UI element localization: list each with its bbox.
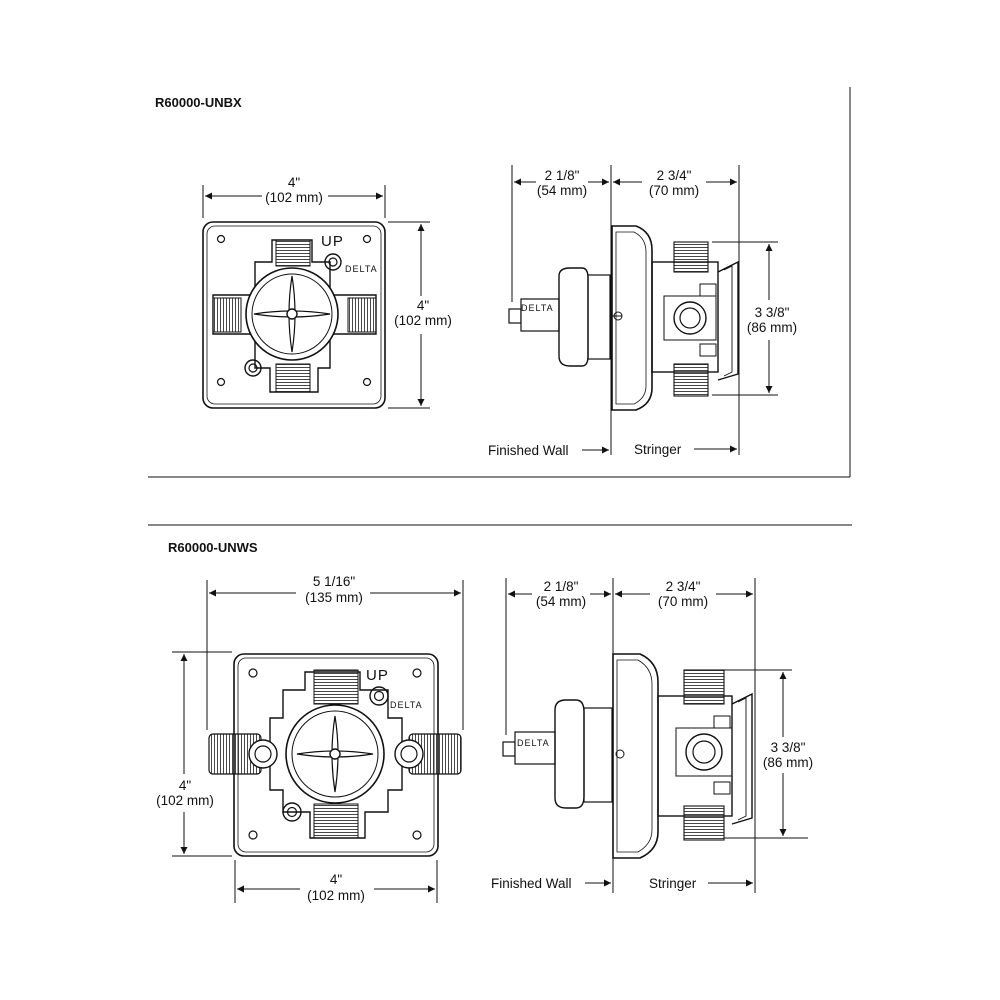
test-cap-icon	[244, 359, 262, 377]
height-label: 4"	[179, 778, 192, 793]
depth-front-metric: (54 mm)	[537, 183, 587, 198]
side-dimensions: 2 1/8" (54 mm) 2 3/4" (70 mm) 3 3/8" (86…	[491, 578, 813, 893]
cross-handle	[296, 750, 374, 758]
screw-hole	[216, 377, 226, 387]
front-view: UP DELTA	[202, 221, 386, 409]
brand-marking: DELTA	[521, 303, 554, 313]
stem	[502, 741, 516, 757]
port-bottom	[313, 803, 359, 839]
section-unws: R60000-UNWS	[156, 540, 813, 903]
up-marking: UP	[366, 667, 389, 684]
test-cap-icon	[282, 802, 302, 822]
side-dimensions: 2 1/8" (54 mm) 2 3/4" (70 mm) 3 3/8" (86…	[488, 165, 797, 458]
up-marking: UP	[321, 233, 344, 250]
height-metric: (86 mm)	[763, 755, 813, 770]
inlet-port-left	[248, 739, 278, 769]
brand-marking: DELTA	[390, 700, 423, 710]
port-bottom	[275, 363, 311, 393]
bottom-width-label: 4"	[330, 872, 343, 887]
height-metric: (86 mm)	[747, 320, 797, 335]
port-bottom	[683, 805, 725, 841]
depth-front-label: 2 1/8"	[544, 579, 579, 594]
cartridge-cap	[558, 267, 589, 367]
depth-front-label: 2 1/8"	[545, 168, 580, 183]
depth-back-metric: (70 mm)	[649, 183, 699, 198]
stem-body	[520, 298, 560, 332]
height-label: 4"	[417, 298, 430, 313]
outlet-port	[685, 733, 723, 771]
plaster-guard	[612, 653, 659, 859]
model-title: R60000-UNWS	[168, 540, 258, 555]
port-top	[683, 669, 725, 705]
front-dimensions: 5 1/16" (135 mm) 4" (102 mm) 4" (102 mm)	[156, 574, 464, 903]
depth-back-metric: (70 mm)	[658, 594, 708, 609]
valve-body	[269, 671, 403, 839]
mounting-bracket	[731, 692, 753, 825]
finished-wall-label: Finished Wall	[488, 443, 569, 458]
model-title: R60000-UNBX	[155, 95, 242, 110]
cartridge-cap	[554, 699, 585, 809]
front-view: UP DELTA	[208, 653, 462, 857]
screw-hole	[362, 377, 372, 387]
mounting-bracket	[717, 260, 739, 381]
stringer-label: Stringer	[634, 442, 682, 457]
screw-hole	[248, 668, 258, 678]
port-top	[275, 239, 311, 267]
side-view: DELTA	[508, 225, 739, 411]
width-metric: (135 mm)	[305, 590, 363, 605]
port-top	[313, 669, 359, 705]
depth-back-label: 2 3/4"	[657, 168, 692, 183]
height-metric: (102 mm)	[394, 313, 452, 328]
finished-wall-label: Finished Wall	[491, 876, 572, 891]
port-right	[347, 297, 377, 333]
front-dimensions: 4" (102 mm) 4" (102 mm)	[202, 175, 452, 409]
width-label: 5 1/16"	[313, 574, 356, 589]
port-top	[673, 241, 709, 273]
stringer-label: Stringer	[649, 876, 697, 891]
section-unbx: R60000-UNBX UP DELTA	[155, 95, 797, 458]
test-cap-icon	[324, 253, 342, 271]
plaster-guard	[611, 225, 653, 411]
height-label: 3 3/8"	[755, 305, 790, 320]
depth-front-metric: (54 mm)	[536, 594, 586, 609]
screw-hole	[216, 234, 226, 244]
test-cap-icon	[369, 686, 389, 706]
height-label: 3 3/8"	[771, 740, 806, 755]
stem-icon	[329, 748, 341, 760]
bottom-width-metric: (102 mm)	[307, 888, 365, 903]
stem	[508, 308, 522, 324]
height-metric: (102 mm)	[156, 793, 214, 808]
screw-hole	[412, 668, 422, 678]
mounting-plate	[202, 221, 386, 409]
width-label: 4"	[288, 175, 301, 190]
stem-icon	[286, 308, 298, 320]
brand-marking: DELTA	[345, 264, 378, 274]
cross-handle	[253, 310, 331, 318]
width-metric: (102 mm)	[265, 190, 323, 205]
depth-back-label: 2 3/4"	[666, 579, 701, 594]
screw-hole	[412, 830, 422, 840]
outlet-port	[673, 301, 707, 335]
screw-hole	[248, 830, 258, 840]
screw-hole	[362, 234, 372, 244]
port-bottom	[673, 363, 709, 397]
port-left	[212, 297, 242, 333]
stem-body	[514, 731, 556, 765]
side-view: DELTA	[502, 653, 753, 859]
inlet-port-right	[394, 739, 424, 769]
brand-marking: DELTA	[517, 738, 550, 748]
valve-body	[212, 239, 377, 393]
